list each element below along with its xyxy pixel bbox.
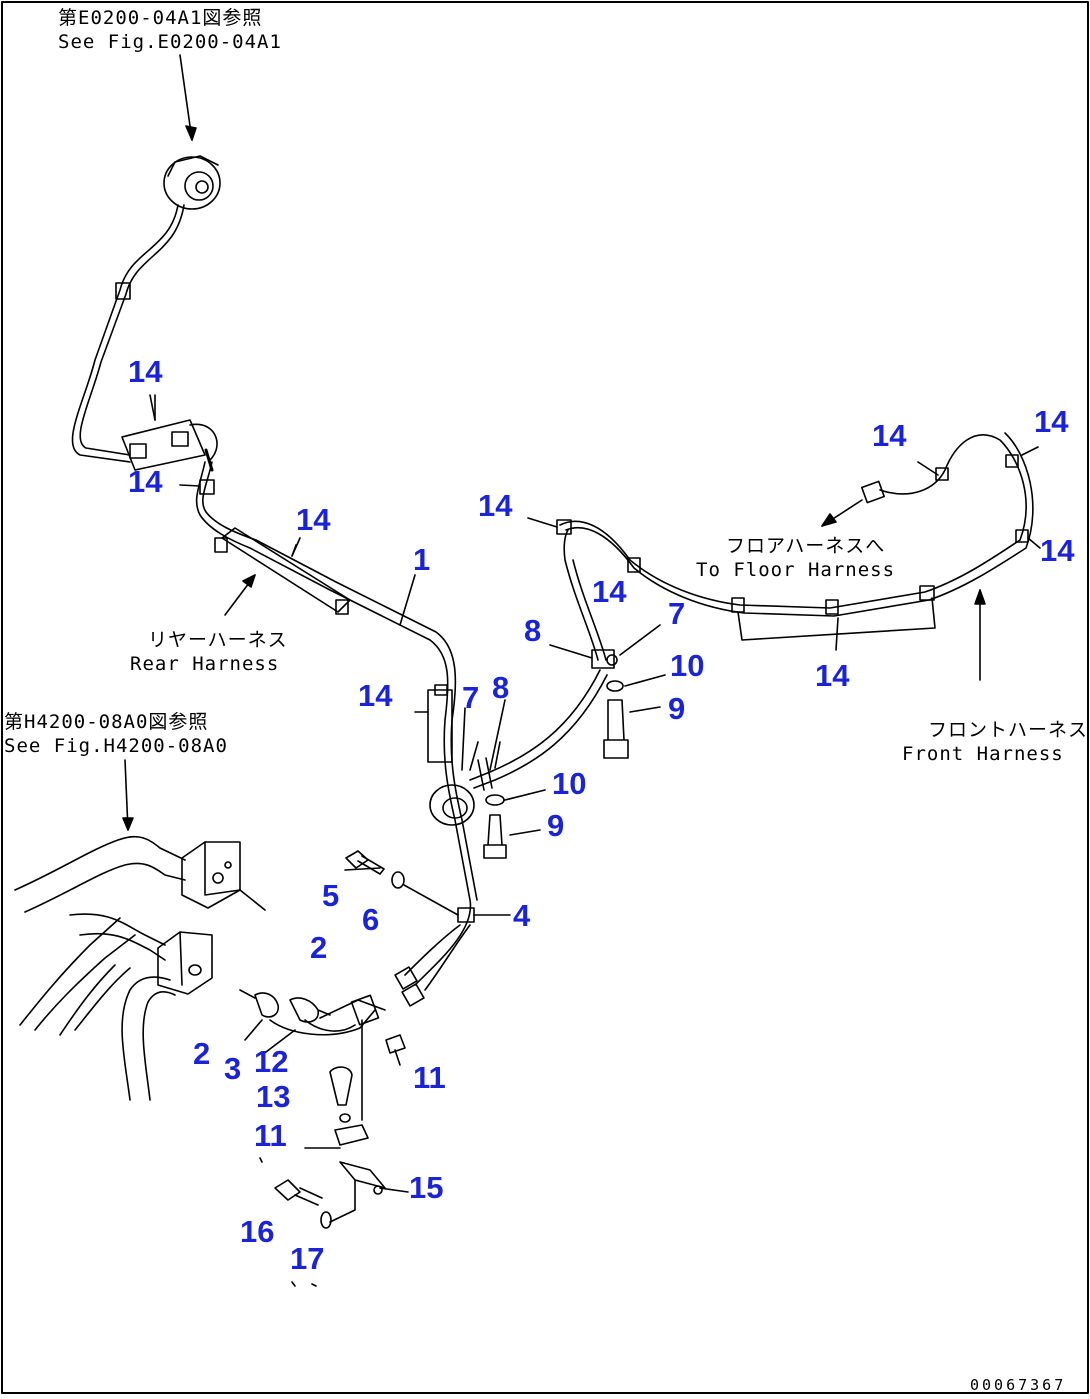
callout-13: 13	[256, 1079, 291, 1114]
clip-upper	[115, 282, 131, 300]
callout-15: 15	[409, 1170, 444, 1205]
callout-14: 14	[358, 678, 393, 713]
callout-14: 14	[128, 464, 163, 499]
bolt-16	[274, 1179, 323, 1206]
document-id: 00067367	[970, 1376, 1067, 1394]
callout-14: 14	[1040, 533, 1075, 568]
callout-10: 10	[552, 766, 587, 801]
left-ref-en: See Fig.H4200-08A0	[4, 735, 228, 757]
callout-5: 5	[322, 878, 340, 913]
rear-harness-jp: リヤーハーネス	[148, 629, 288, 651]
cable-right-main	[559, 434, 1027, 609]
callout-2: 2	[193, 1036, 211, 1071]
callout-11: 11	[254, 1118, 287, 1153]
cable-loop	[429, 784, 475, 826]
callout-2: 2	[310, 930, 328, 965]
clip-14f	[627, 557, 641, 573]
callout-14: 14	[128, 354, 163, 389]
callout-11: 11	[413, 1060, 446, 1095]
plate-15	[339, 1161, 386, 1189]
callout-7: 7	[668, 596, 686, 631]
callout-9: 9	[547, 808, 565, 843]
callout-17: 17	[290, 1241, 325, 1276]
callout-8: 8	[492, 670, 510, 705]
valve-block-upper	[181, 841, 266, 911]
callout-8: 8	[524, 613, 542, 648]
sensor-2a	[239, 989, 280, 1018]
clip-11a	[385, 1034, 406, 1054]
washer-10b	[606, 680, 624, 692]
clamp-4	[457, 907, 475, 923]
rear-harness-en: Rear Harness	[130, 653, 280, 675]
callout-10: 10	[670, 648, 705, 683]
bolt-5	[345, 850, 385, 875]
cable-lower-branch	[404, 924, 471, 991]
top-connector	[163, 155, 221, 210]
clip-14b	[199, 479, 215, 495]
rear-sleeve	[221, 527, 351, 613]
hydraulic-pipes	[14, 835, 186, 1101]
callout-9: 9	[668, 691, 686, 726]
plate-11b	[334, 1124, 369, 1146]
callout-14: 14	[478, 488, 513, 523]
arrow-top-ref	[185, 125, 197, 141]
clip-14i	[1005, 454, 1019, 468]
callout-16: 16	[240, 1214, 275, 1249]
callout-1: 1	[413, 542, 431, 577]
callout-6: 6	[362, 902, 380, 937]
connector-stub	[350, 994, 380, 1026]
floor-harness-jp: フロアハーネスへ	[726, 535, 886, 557]
callout-14: 14	[1034, 404, 1069, 439]
cable-mid	[195, 461, 472, 986]
leader-top-ref	[179, 54, 193, 141]
cable-upper	[71, 204, 179, 463]
left-ref-jp: 第H4200-08A0図参照	[4, 711, 209, 733]
front-harness-jp: フロントハーネス	[928, 719, 1089, 741]
washer-10a	[485, 794, 505, 806]
floor-connector	[861, 480, 885, 504]
washer-6	[391, 871, 405, 889]
callout-7: 7	[462, 680, 480, 715]
callout-14: 14	[592, 574, 627, 609]
bolt-9b	[603, 699, 629, 759]
floor-harness-en: To Floor Harness	[696, 559, 896, 581]
clamp-8b	[591, 649, 615, 669]
callout-4: 4	[513, 898, 531, 933]
cable-right-up	[563, 529, 599, 661]
top-ref-jp: 第E0200-04A1図参照	[58, 7, 263, 29]
front-harness-en: Front Harness	[902, 743, 1064, 765]
top-ref-en: See Fig.E0200-04A1	[58, 31, 282, 53]
bolt-13	[329, 1066, 353, 1106]
callout-14: 14	[815, 658, 850, 693]
bracket-14d	[427, 689, 453, 763]
bracket-upper	[121, 419, 206, 471]
bolt-9a	[483, 814, 507, 859]
callout-14: 14	[872, 418, 907, 453]
callout-12: 12	[254, 1044, 289, 1079]
callout-3: 3	[224, 1051, 242, 1086]
callout-14: 14	[296, 502, 331, 537]
clip-14j	[1015, 529, 1029, 543]
valve-block-lower	[157, 931, 213, 995]
washer-17	[320, 1211, 332, 1229]
sensor-2b	[289, 997, 331, 1023]
